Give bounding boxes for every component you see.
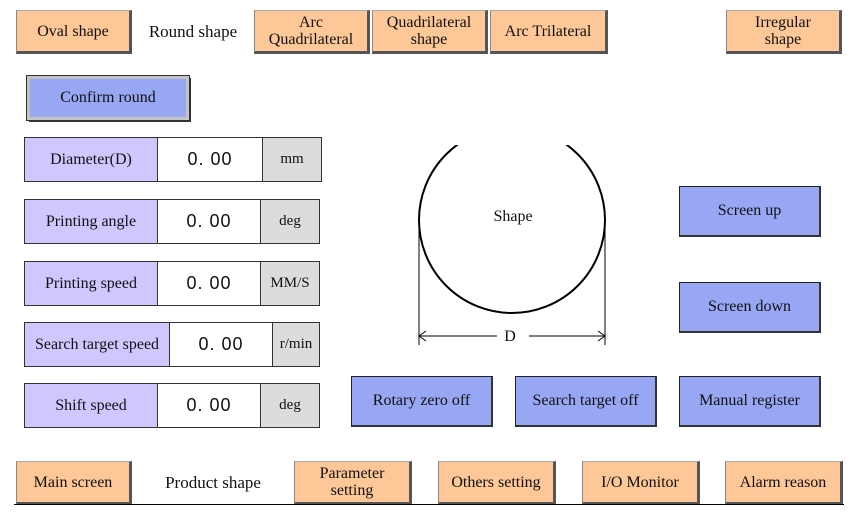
- tab-round-shape-label: Round shape: [148, 22, 238, 41]
- confirm-round-button[interactable]: Confirm round: [26, 75, 190, 121]
- arrow-right-icon: [597, 330, 606, 342]
- tab-irregular-shape[interactable]: Irregular shape: [726, 10, 842, 54]
- param-row-search-target-speed: Search target speed 0. 00 r/min: [24, 322, 320, 367]
- tab-round-shape-active: Round shape: [136, 10, 250, 54]
- tab-quadrilateral-shape[interactable]: Quadrilateral shape: [372, 10, 488, 54]
- search-target-speed-value-input[interactable]: 0. 00: [170, 323, 273, 366]
- param-unit: mm: [263, 138, 321, 181]
- shape-label: Shape: [493, 208, 533, 225]
- printing-angle-value-input[interactable]: 0. 00: [158, 200, 261, 243]
- arrow-left-icon: [418, 330, 427, 342]
- param-label: Diameter(D): [25, 138, 158, 181]
- param-label: Shift speed: [25, 384, 158, 427]
- nav-parameter-setting-label: Parameter setting: [319, 465, 385, 499]
- screen-up-button[interactable]: Screen up: [679, 186, 821, 237]
- manual-register-label: Manual register: [699, 392, 800, 409]
- param-row-shift-speed: Shift speed 0. 00 deg: [24, 383, 320, 428]
- diameter-value-input[interactable]: 0. 00: [158, 138, 263, 181]
- manual-register-button[interactable]: Manual register: [679, 376, 821, 427]
- tab-arc-trilateral[interactable]: Arc Trilateral: [490, 10, 608, 54]
- param-unit: deg: [261, 200, 319, 243]
- bottom-divider: [14, 504, 844, 505]
- nav-alarm-reason[interactable]: Alarm reason: [725, 461, 843, 505]
- screen-down-button[interactable]: Screen down: [679, 282, 821, 333]
- nav-product-shape-label: Product shape: [165, 473, 261, 492]
- nav-product-shape-active: Product shape: [150, 461, 276, 505]
- param-row-printing-angle: Printing angle 0. 00 deg: [24, 199, 320, 244]
- rotary-zero-off-label: Rotary zero off: [372, 392, 471, 409]
- shift-speed-value-input[interactable]: 0. 00: [158, 384, 261, 427]
- param-row-printing-speed: Printing speed 0. 00 MM/S: [24, 261, 320, 306]
- tab-arc-quadrilateral[interactable]: Arc Quadrilateral: [254, 10, 370, 54]
- param-row-diameter: Diameter(D) 0. 00 mm: [24, 137, 322, 182]
- confirm-round-label: Confirm round: [60, 89, 156, 106]
- tab-oval-shape-label: Oval shape: [37, 22, 109, 40]
- nav-main-screen[interactable]: Main screen: [16, 461, 132, 505]
- param-unit: deg: [261, 384, 319, 427]
- nav-parameter-setting[interactable]: Parameter setting: [294, 461, 412, 505]
- nav-others-setting-label: Others setting: [451, 473, 541, 491]
- search-target-off-button[interactable]: Search target off: [515, 376, 657, 427]
- tab-quadrilateral-shape-label: Quadrilateral shape: [386, 14, 472, 48]
- param-label: Search target speed: [25, 323, 170, 366]
- dimension-d-label: D: [504, 328, 516, 345]
- tab-arc-trilateral-label: Arc Trilateral: [504, 22, 592, 40]
- rotary-zero-off-button[interactable]: Rotary zero off: [351, 376, 493, 427]
- tab-oval-shape[interactable]: Oval shape: [16, 10, 132, 54]
- screen-down-label: Screen down: [707, 298, 792, 315]
- circle-outline: [418, 145, 606, 314]
- param-unit: MM/S: [261, 262, 319, 305]
- tab-arc-quadrilateral-label: Arc Quadrilateral: [268, 14, 354, 48]
- printing-speed-value-input[interactable]: 0. 00: [158, 262, 261, 305]
- nav-alarm-reason-label: Alarm reason: [739, 473, 827, 491]
- param-unit: r/min: [273, 323, 319, 366]
- nav-io-monitor[interactable]: I/O Monitor: [582, 461, 700, 505]
- param-label: Printing speed: [25, 262, 158, 305]
- search-target-off-label: Search target off: [532, 392, 639, 409]
- tab-irregular-shape-label: Irregular shape: [755, 14, 811, 48]
- nav-main-screen-label: Main screen: [33, 473, 113, 491]
- nav-io-monitor-label: I/O Monitor: [601, 473, 679, 491]
- param-label: Printing angle: [25, 200, 158, 243]
- nav-others-setting[interactable]: Others setting: [438, 461, 556, 505]
- round-shape-diagram: [418, 145, 606, 345]
- screen-up-label: Screen up: [717, 202, 782, 219]
